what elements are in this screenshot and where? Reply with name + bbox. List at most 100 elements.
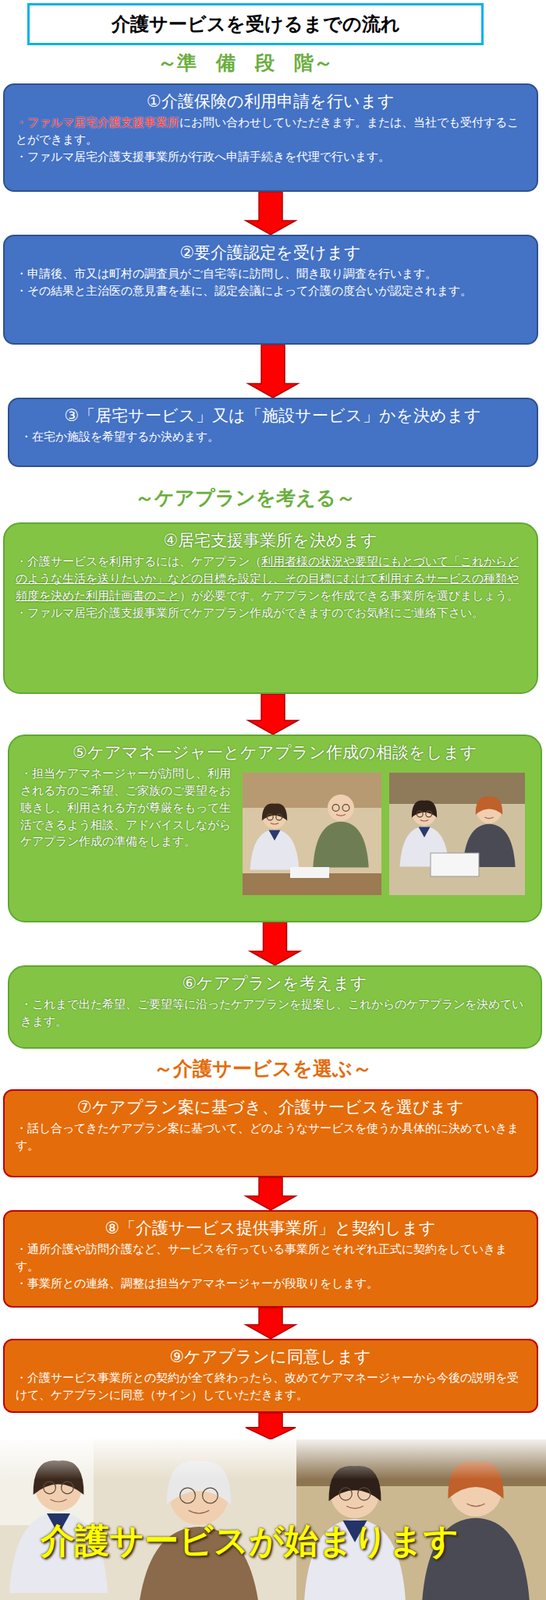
step-heading-line: ②要介護認定を受けます: [15, 241, 526, 265]
step-text-line: ・在宅か施設を希望するか決めます。: [20, 429, 526, 447]
section-label: ～準 備 段 階～: [157, 49, 334, 76]
photo-consult-1: [242, 772, 382, 896]
hair: [475, 796, 504, 815]
step-text: ・事業所との連絡、調整は担当ケアマネージャーが段取りをします。: [15, 1276, 379, 1291]
glasses: [276, 814, 283, 821]
step-heading: ③「居宅サービス」又は「施設サービス」かを決めます: [64, 406, 483, 426]
mouth: [336, 815, 346, 817]
step-heading: ④居宅支援事業所を決めます: [163, 531, 379, 550]
step-text: ・在宅か施設を希望するか決めます。: [20, 429, 220, 444]
body: [250, 829, 300, 871]
flow-arrow: [250, 922, 301, 966]
step-text-line: ・これまで出た希望、ご要望等に沿ったケアプランを提案し、これからのケアプランを決…: [20, 996, 530, 1032]
step-text-line: ・その結果と主治医の意見書を基に、認定会議によって介護の度合いが認定されます。: [15, 283, 526, 301]
collar: [269, 830, 281, 842]
text-area: 介護サービスが始まります: [0, 1516, 500, 1568]
text-area: ⑨ケアプランに同意します・介護サービス事業所との契約が全て終わったら、改めてケア…: [4, 1340, 537, 1412]
start-banner: 介護サービスが始まります: [0, 1439, 546, 1600]
text-area: ⑦ケアプラン案に基づき、介護サービスを選びます・話し合ってきたケアプラン案に基づ…: [4, 1091, 537, 1162]
step-text-line: ・ファルマ居宅介護支援事業所でケアプラン作成ができますのでお気軽にご連絡下さい。: [15, 605, 526, 623]
flow-arrow: [248, 694, 298, 735]
step-heading: ②要介護認定を受けます: [180, 243, 362, 263]
step-text: ・ファルマ居宅介護支援事業所: [15, 115, 180, 130]
mouth: [270, 823, 280, 826]
step-box: ⑦ケアプラン案に基づき、介護サービスを選びます・話し合ってきたケアプラン案に基づ…: [3, 1089, 539, 1178]
step-text: ・担当ケアマネージャーが訪問し、利用される方のご希望、ご家族のご要望をお聴きし、…: [20, 766, 231, 849]
photo-consult-2: [389, 772, 525, 896]
step-heading: ⑨ケアプランに同意します: [170, 1347, 373, 1367]
step-text: ・申請後、市又は町村の調査員がご自宅等に訪問し、聞き取り調査を行います。: [15, 266, 437, 281]
flow-arrow: [245, 191, 296, 235]
step-heading-line: ⑥ケアプランを考えます: [20, 971, 530, 996]
glasses: [416, 811, 423, 818]
flow-arrow: [245, 1308, 296, 1340]
photo-wall: [242, 772, 382, 809]
step-text-line: ・事業所との連絡、調整は担当ケアマネージャーが段取りをします。: [15, 1276, 526, 1294]
step-heading: ①介護保険の利用申請を行います: [146, 92, 395, 111]
glasses: [332, 804, 340, 812]
step-text-line: ・介護サービス事業所との契約が全て終わったら、改めてケアマネージャーから今後の説…: [15, 1370, 526, 1405]
mouth: [484, 817, 493, 819]
photo-ground: [242, 772, 382, 896]
text-area: ④居宅支援事業所を決めます・介護サービスを利用するには、ケアプラン（利用者様の状…: [4, 524, 537, 628]
step-heading: ⑦ケアプラン案に基づき、介護サービスを選びます: [77, 1098, 465, 1117]
face: [327, 794, 355, 822]
step-text-line: ・話し合ってきたケアプラン案に基づいて、どのようなサービスを使うか具体的に決めて…: [15, 1120, 526, 1156]
step-heading: ⑧「介護サービス提供事業所」と契約します: [105, 1219, 437, 1238]
step-heading: ⑤ケアマネージャーとケアプラン作成の相談をします: [72, 743, 478, 763]
step-box: ⑥ケアプランを考えます・これまで出た希望、ご要望等に沿ったケアプランを提案し、こ…: [7, 965, 543, 1050]
glasses: [342, 804, 350, 812]
step-heading: ⑥ケアプランを考えます: [182, 974, 369, 993]
text-area: ⑥ケアプランを考えます・これまで出た希望、ご要望等に沿ったケアプランを提案し、こ…: [9, 967, 541, 1038]
flow-arrow: [248, 344, 298, 398]
text-area: ①介護保険の利用申請を行います・ファルマ居宅介護支援事業所にお問い合わせしていた…: [4, 85, 537, 173]
step-text: ）が必要です。ケアプランを作成できる事業所を選びましょう。: [179, 588, 519, 603]
step-heading-line: ③「居宅サービス」又は「施設サービス」かを決めます: [20, 404, 526, 428]
title-text: 介護サービスを受けるまでの流れ: [111, 11, 401, 37]
text-area: ⑧「介護サービス提供事業所」と契約します・通所介護や訪問介護など、サービスを行っ…: [4, 1212, 537, 1300]
step-text-line: ・通所介護や訪問介護など、サービスを行っている事業所とそれぞれ正式に契約をしてい…: [15, 1241, 526, 1277]
glasses: [266, 814, 273, 821]
step-text: ・その結果と主治医の意見書を基に、認定会議によって介護の度合いが認定されます。: [15, 283, 472, 298]
step-text-line: ・ファルマ居宅介護支援事業所にお問い合わせしていただきます。または、当社でも受付…: [15, 114, 526, 149]
text-area: ②要介護認定を受けます・申請後、市又は町村の調査員がご自宅等に訪問し、聞き取り調…: [4, 236, 537, 307]
step-text: ・ファルマ居宅介護支援事業所が行政へ申請手続きを代理で行います。: [15, 149, 390, 164]
step-text: ・通所介護や訪問介護など、サービスを行っている事業所とそれぞれ正式に契約をしてい…: [15, 1242, 507, 1274]
step-box: ②要介護認定を受けます・申請後、市又は町村の調査員がご自宅等に訪問し、聞き取り調…: [3, 234, 539, 345]
hair: [262, 804, 288, 822]
body: [312, 822, 369, 869]
step-heading-line: 介護サービスが始まります: [0, 1516, 500, 1567]
hair: [411, 801, 437, 819]
section-label: ～ケアプランを考える～: [134, 485, 356, 511]
flow-arrow: [245, 1413, 296, 1440]
photo-illustration: [0, 1439, 546, 1600]
step-box: ⑨ケアプランに同意します・介護サービス事業所との契約が全て終わったら、改めてケア…: [3, 1339, 539, 1414]
title-box: 介護サービスを受けるまでの流れ: [27, 3, 484, 46]
step-box: ①介護保険の利用申請を行います・ファルマ居宅介護支援事業所にお問い合わせしていた…: [3, 83, 539, 192]
step-text-line: ・ファルマ居宅介護支援事業所が行政へ申請手続きを代理で行います。: [15, 148, 526, 167]
collar: [418, 827, 431, 839]
step-heading-line: ⑧「介護サービス提供事業所」と契約します: [15, 1216, 526, 1241]
mouth: [420, 820, 429, 823]
step-box: ③「居宅サービス」又は「施設サービス」かを決めます・在宅か施設を希望するか決めま…: [7, 397, 539, 468]
step-heading-line: ④居宅支援事業所を決めます: [15, 528, 526, 553]
glasses: [425, 811, 433, 818]
step-text-line: ・申請後、市又は町村の調査員がご自宅等に訪問し、聞き取り調査を行います。: [15, 265, 526, 284]
flow-arrow: [245, 1177, 296, 1211]
step-heading-line: ⑤ケアマネージャーとケアプラン作成の相談をします: [20, 741, 530, 765]
section-label: ～介護サービスを選ぶ～: [153, 1056, 373, 1082]
step-heading: 介護サービスが始まります: [40, 1521, 459, 1561]
photo-ground: [389, 772, 525, 896]
step-heading-line: ⑨ケアプランに同意します: [15, 1345, 526, 1369]
step-box: ⑤ケアマネージャーとケアプラン作成の相談をします・担当ケアマネージャーが訪問し、…: [7, 734, 543, 923]
step-text-line: ・介護サービスを利用するには、ケアプラン（利用者様の状況や要望にもとづいて「これ…: [15, 553, 526, 605]
step-text: ・話し合ってきたケアプラン案に基づいて、どのようなサービスを使うか具体的に決めて…: [15, 1121, 519, 1153]
step-heading-line: ①介護保険の利用申請を行います: [15, 89, 526, 114]
photo-fade: [0, 1439, 546, 1600]
person-figure: [312, 794, 369, 869]
step-text: ・これまで出た希望、ご要望等に沿ったケアプランを提案し、これからのケアプランを決…: [20, 997, 524, 1029]
step-text-line: ・担当ケアマネージャーが訪問し、利用される方のご希望、ご家族のご要望をお聴きし、…: [20, 765, 235, 851]
step-text: ・介護サービスを利用するには、ケアプラン（: [15, 554, 262, 569]
text-area: ⑤ケアマネージャーとケアプラン作成の相談をします・担当ケアマネージャーが訪問し、…: [9, 736, 541, 858]
